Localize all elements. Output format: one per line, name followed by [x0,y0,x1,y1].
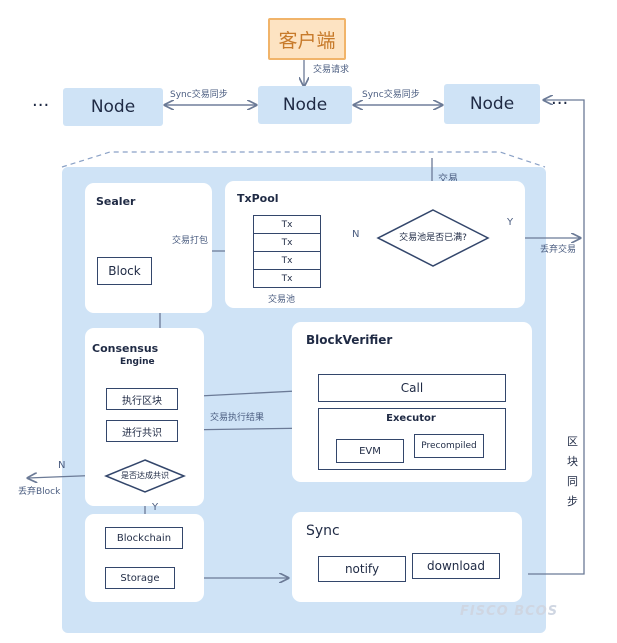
block-sync-label: 区块同步 [567,435,578,508]
execute-block-box: 执行区块 [106,388,178,410]
tx-item: Tx [254,216,320,234]
node-center: Node [258,86,352,124]
consensus-decision-diamond [104,459,186,493]
consensus-decision-text: 是否达成共识 [121,471,169,480]
notify-box: notify [318,556,406,582]
executor-title: Executor [386,413,436,424]
propose-box: 进行共识 [106,420,178,442]
sync-left-label: Sync交易同步 [170,90,228,100]
txpool-caption: 交易池 [268,295,296,305]
tx-item: Tx [254,252,320,270]
sealer-title: Sealer [96,195,136,208]
call-box: Call [318,374,506,402]
fisco-bcos-logo: FISCO BCOS [460,604,559,619]
txpool-title: TxPool [237,192,279,205]
precompiled-box: Precompiled [414,434,484,458]
sync-title: Sync [306,523,340,539]
client-box: 客户端 [268,18,346,60]
sealer-panel [85,183,212,313]
blockchain-box: Blockchain [105,527,183,549]
evm-box: EVM [336,439,404,463]
consensus-title: Consensus [92,342,159,355]
node-left: Node [63,88,163,126]
discard-tx-label: 丢弃交易 [540,245,577,255]
blockverifier-title: BlockVerifier [306,333,393,347]
txpool-no-label: N [352,229,360,240]
consensus-subtitle: Engine [120,357,155,367]
txpool-yes-label: Y [507,217,514,228]
storage-box: Storage [105,567,175,589]
left-ellipsis: ... [32,90,50,111]
consensus-yes-label: Y [152,502,159,513]
node-right: Node [444,84,540,124]
exec-result-label: 交易执行结果 [210,413,265,423]
pack-label: 交易打包 [172,236,209,246]
right-ellipsis: ... [551,88,569,109]
txpool-decision-text: 交易池是否已满? [399,233,467,243]
consensus-no-label: N [58,460,66,471]
transaction-label: 交易 [438,174,458,185]
tx-item: Tx [281,273,293,284]
tx-list: Tx Tx Tx Tx [253,215,321,288]
discard-block-label: 丢弃Block [18,487,61,497]
download-box: download [412,553,500,579]
block-box: Block [97,257,152,285]
sync-right-label: Sync交易同步 [362,90,420,100]
tx-request-label: 交易请求 [313,65,350,75]
txpool-decision-diamond [376,209,490,267]
tx-item: Tx [254,234,320,252]
